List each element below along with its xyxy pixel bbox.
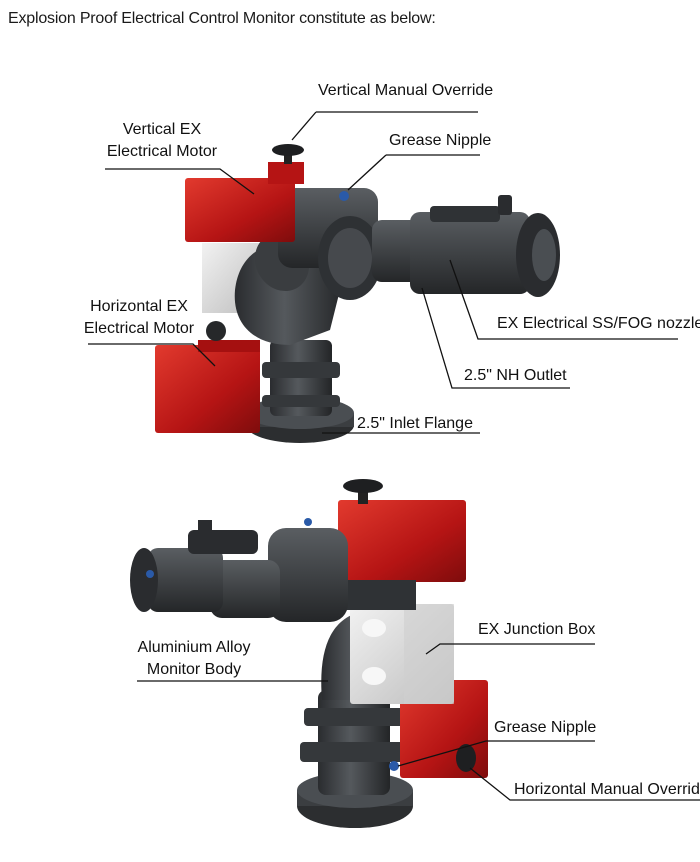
label-grease-nipple-bottom: Grease Nipple xyxy=(494,719,597,736)
nh-outlet xyxy=(372,220,420,282)
upper-swivel-bottom xyxy=(268,528,348,622)
label-vertical-ex-motor: Vertical EX Electrical Motor xyxy=(103,119,221,163)
label-horizontal-ex-motor: Horizontal EX Electrical Motor xyxy=(80,296,198,340)
bottom-leader-lines xyxy=(137,643,700,801)
horizontal-ex-motor xyxy=(155,345,260,433)
label-ex-nozzle: EX Electrical SS/FOG nozzle xyxy=(497,315,700,332)
label-monitor-body-line1: Aluminium Alloy xyxy=(137,639,251,656)
vertical-manual-override-wheel xyxy=(272,144,304,156)
label-nh-outlet: 2.5" NH Outlet xyxy=(464,367,567,384)
label-inlet-flange: 2.5" Inlet Flange xyxy=(357,415,473,432)
top-leader-lines xyxy=(88,111,678,434)
label-horizontal-ex-motor-line1: Horizontal EX xyxy=(90,298,188,315)
ex-electrical-nozzle xyxy=(410,212,530,294)
label-ex-junction-box: EX Junction Box xyxy=(478,621,596,638)
label-horizontal-ex-motor-line2: Electrical Motor xyxy=(83,320,195,337)
grease-nipple-bottom xyxy=(389,761,399,771)
label-monitor-body-line2: Monitor Body xyxy=(146,661,242,678)
horizontal-manual-override-wheel xyxy=(456,744,476,772)
top-monitor-illustration xyxy=(155,144,560,443)
label-vertical-ex-motor-line2: Electrical Motor xyxy=(106,143,218,160)
page-heading: Explosion Proof Electrical Control Monit… xyxy=(8,10,436,27)
grease-nipple-top xyxy=(339,191,349,201)
label-vertical-ex-motor-line1: Vertical EX xyxy=(122,121,202,138)
label-grease-nipple-top: Grease Nipple xyxy=(389,132,492,149)
vertical-ex-motor-bottom xyxy=(338,500,466,582)
nozzle-bottom xyxy=(148,548,223,612)
bottom-monitor-illustration xyxy=(130,479,488,828)
label-vertical-manual-override: Vertical Manual Override xyxy=(318,82,494,99)
label-horizontal-manual-override: Horizontal Manual Override xyxy=(514,781,700,798)
label-monitor-body: Aluminium Alloy Monitor Body xyxy=(128,637,260,681)
vertical-ex-motor xyxy=(185,178,295,242)
